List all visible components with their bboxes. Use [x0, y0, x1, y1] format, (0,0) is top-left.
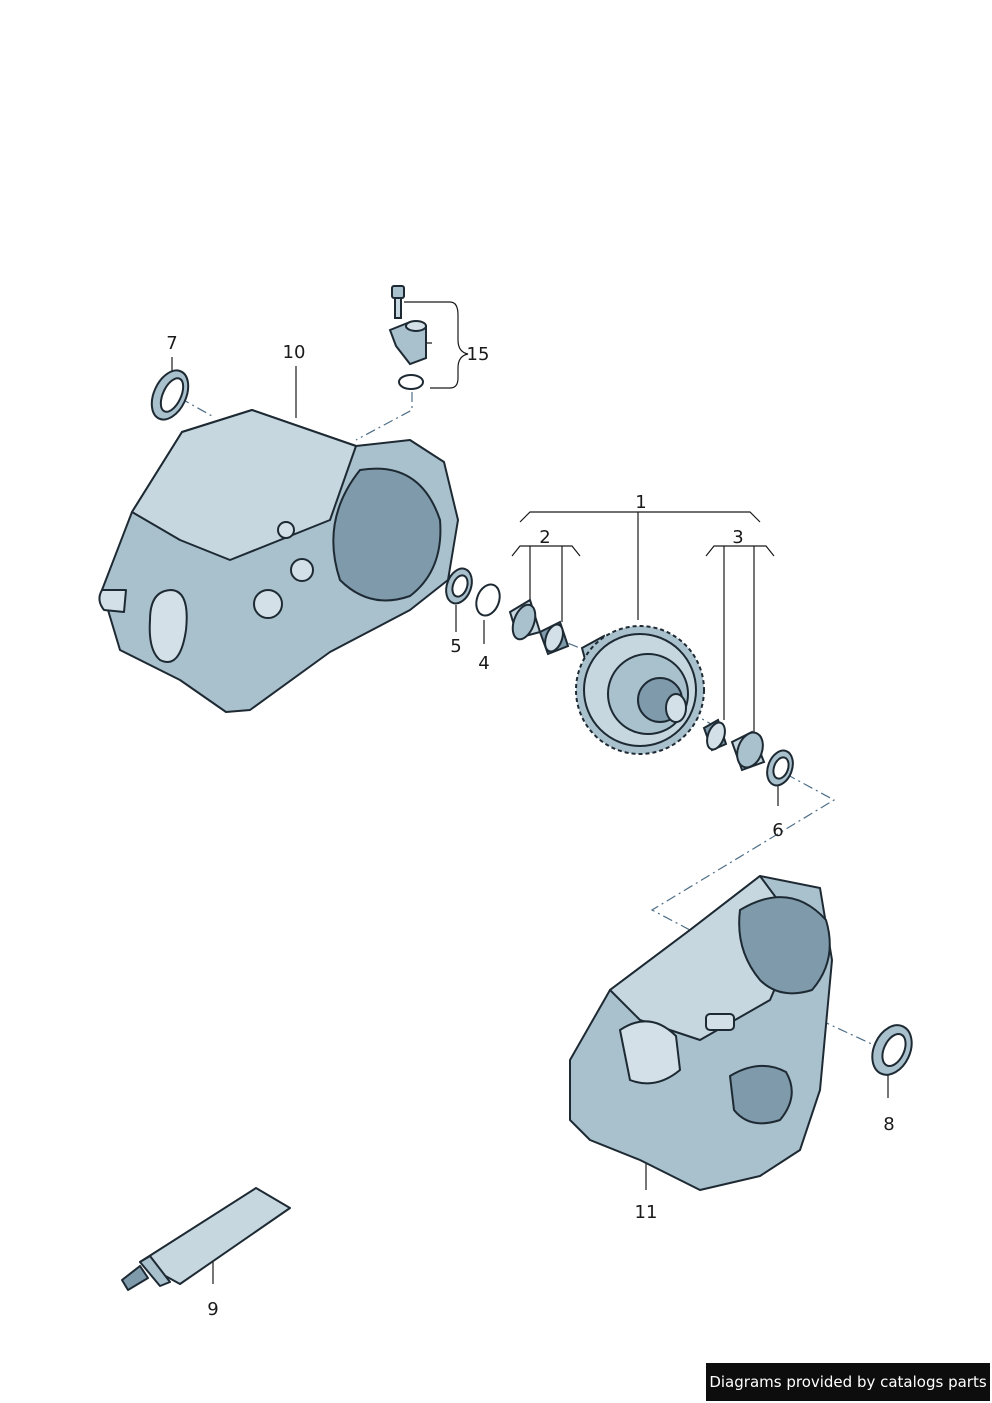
- callout-5: 5: [450, 636, 462, 657]
- taper-roller-bearing-part-2: [508, 598, 570, 656]
- shim-part-6: [766, 749, 794, 787]
- seal-ring-part-8: [871, 1024, 913, 1076]
- circlip-part-4: [475, 583, 501, 617]
- taper-roller-bearing-part-3: [702, 718, 766, 772]
- transmission-housing-part-11: [569, 875, 833, 1191]
- callout-15: 15: [466, 344, 490, 365]
- callout-1: 1: [635, 492, 647, 513]
- transmission-housing-part-10: [98, 409, 459, 713]
- leader-lines: [171, 301, 889, 1284]
- callout-10: 10: [282, 342, 306, 363]
- watermark-banner: Diagrams provided by catalogs parts: [706, 1363, 990, 1401]
- callout-8: 8: [883, 1114, 895, 1135]
- callout-2: 2: [539, 527, 551, 548]
- callout-7: 7: [166, 333, 178, 354]
- callout-9: 9: [207, 1299, 219, 1320]
- differential-part-1: [575, 625, 705, 755]
- sensor-assembly-part-15: [388, 285, 427, 390]
- sealant-tube-part-9: [121, 1187, 291, 1291]
- seal-ring-part-7: [150, 369, 190, 421]
- callout-3: 3: [732, 527, 744, 548]
- shim-part-5: [445, 567, 473, 605]
- callout-4: 4: [478, 653, 490, 674]
- callout-11: 11: [634, 1202, 658, 1223]
- callout-6: 6: [772, 820, 784, 841]
